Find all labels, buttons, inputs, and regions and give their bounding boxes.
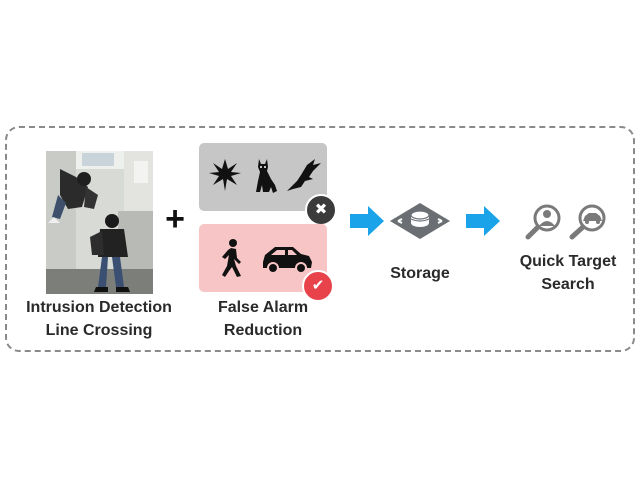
intrusion-photo xyxy=(46,151,153,294)
storage-label: Storage xyxy=(390,265,450,282)
person-search-icon xyxy=(525,204,561,240)
pedestrian-icon xyxy=(222,239,241,277)
search-label-1: Quick Target xyxy=(519,253,617,270)
false-alarm-label-1: False Alarm xyxy=(217,299,309,316)
intrusion-label-1: Intrusion Detection xyxy=(26,299,172,316)
flow-arrow-1 xyxy=(350,206,384,236)
cat-icon xyxy=(256,159,277,193)
false-alarm-label-2: Reduction xyxy=(223,322,303,339)
flow-arrow-2 xyxy=(466,206,500,236)
vehicle-search-icon xyxy=(569,204,606,240)
car-icon xyxy=(263,247,312,274)
intrusion-label-2: Line Crossing xyxy=(45,322,153,339)
rejected-objects-box xyxy=(199,143,327,211)
storage-server-icon xyxy=(390,203,450,239)
plus-sign: + xyxy=(165,200,185,238)
leaf-icon xyxy=(209,159,241,191)
diagram-frame xyxy=(5,126,635,352)
bird-icon xyxy=(287,159,321,191)
search-label-2: Search xyxy=(541,276,595,293)
reject-badge: ✖ xyxy=(305,194,337,226)
accept-badge: ✔ xyxy=(302,270,334,302)
